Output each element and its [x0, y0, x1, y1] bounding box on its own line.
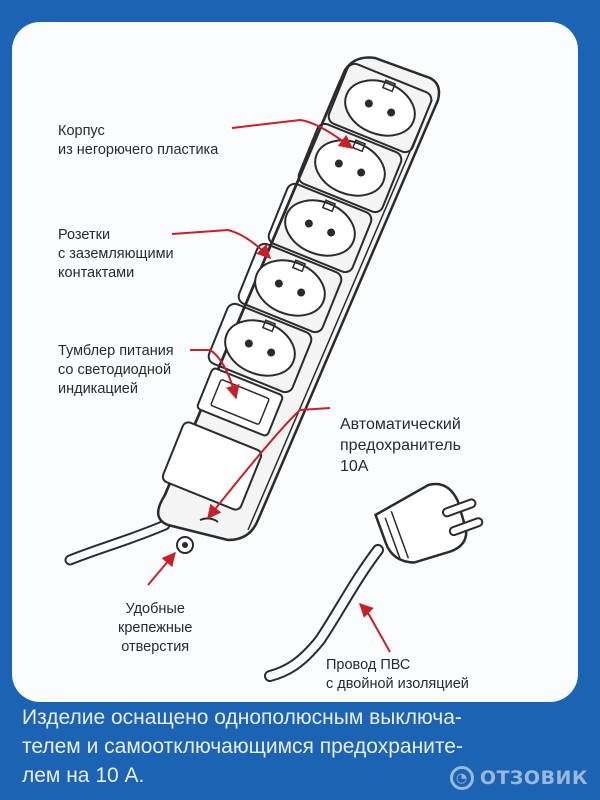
arrow-fuse — [207, 407, 331, 520]
power-switch — [196, 367, 284, 437]
watermark-logo-icon: ◔ — [449, 766, 474, 790]
label-holes: Удобные крепежные отверстия — [118, 601, 193, 655]
arrow-switch — [190, 349, 240, 400]
watermark: ◔ ОТЗОВИК — [449, 766, 588, 790]
socket-5 — [207, 302, 313, 394]
arrow-housing — [231, 118, 354, 149]
label-cable: Провод ПВС с двойной изоляцией — [326, 657, 469, 692]
arrow-cable — [359, 603, 391, 653]
arrow-sockets — [171, 228, 271, 260]
socket-3 — [267, 182, 373, 274]
description-text: Изделие оснащено однополюсным выключа- т… — [22, 706, 463, 787]
socket-2 — [297, 122, 403, 214]
fuse-area — [161, 421, 263, 511]
plug — [374, 482, 484, 564]
watermark-text: ОТЗОВИК — [479, 767, 588, 789]
label-fuse: Автоматический предохранитель 10А — [340, 416, 461, 475]
socket-4 — [237, 242, 343, 334]
label-housing: Корпус из негорючего пластика — [58, 123, 219, 158]
socket-1 — [327, 62, 433, 154]
label-sockets: Розетки с заземляющими контактами — [58, 227, 174, 281]
label-switch: Тумблер питания со светодиодной индикаци… — [58, 343, 174, 397]
arrow-holes — [147, 551, 176, 586]
